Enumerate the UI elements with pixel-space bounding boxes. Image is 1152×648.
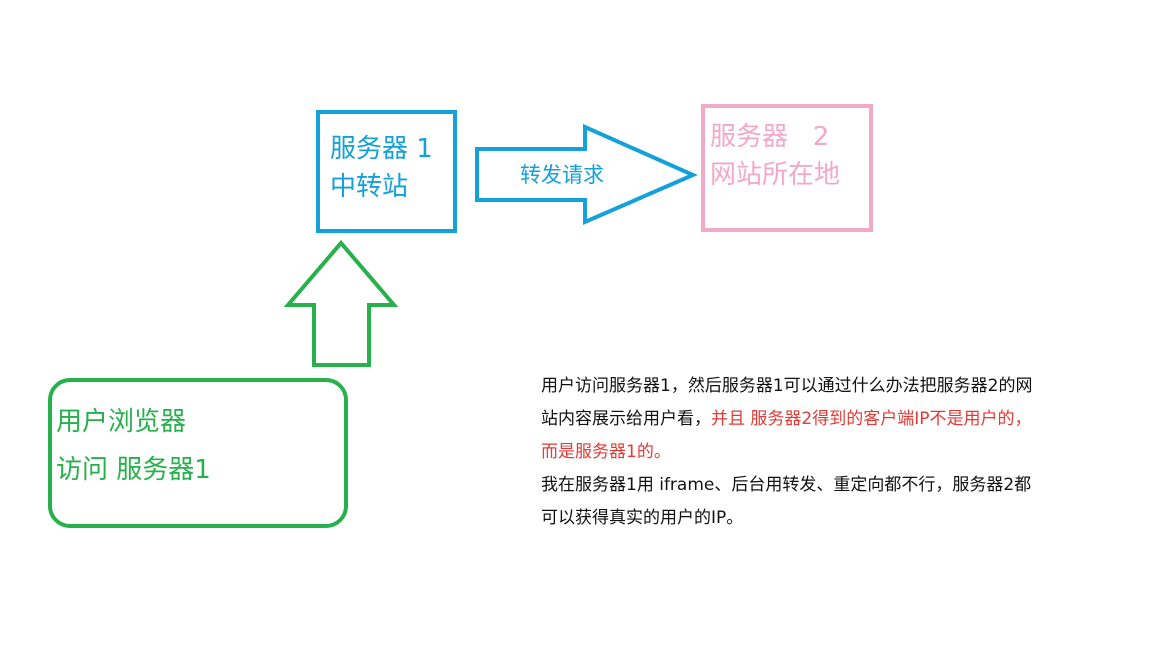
browser-line2: 访问 服务器1 (56, 455, 211, 485)
note-line-5: 可以获得真实的用户的IP。 (541, 508, 744, 528)
note-line-3: 而是服务器1的。 (541, 442, 671, 462)
forward-arrow (475, 123, 698, 226)
browser-label: 用户浏览器 访问 服务器1 (56, 398, 211, 494)
browser-line1: 用户浏览器 (56, 407, 187, 437)
note-line-4: 我在服务器1用 iframe、后台用转发、重定向都不行，服务器2都 (541, 475, 1032, 495)
server1-line2: 中转站 (330, 172, 409, 202)
server2-line2: 网站所在地 (710, 160, 841, 190)
server1-line1: 服务器 1 (330, 134, 433, 164)
note-line-1: 用户访问服务器1，然后服务器1可以通过什么办法把服务器2的网 (541, 376, 1033, 396)
up-arrow (283, 239, 399, 367)
server1-box (316, 110, 457, 233)
forward-arrow-label: 转发请求 (520, 163, 604, 187)
note-line-2: 站内容展示给用户看，并且 服务器2得到的客户端IP不是用户的， (541, 403, 1121, 436)
question-note: 用户访问服务器1，然后服务器1可以通过什么办法把服务器2的网 站内容展示给用户看… (541, 370, 1121, 535)
note-line-2-highlight: 并且 服务器2得到的客户端IP不是用户的， (711, 409, 1032, 429)
server1-label: 服务器 1 中转站 (330, 130, 433, 206)
browser-box (48, 378, 348, 528)
server2-label: 服务器 2 网站所在地 (710, 118, 840, 194)
server2-box (701, 104, 873, 232)
note-line-2-plain: 站内容展示给用户看， (541, 409, 711, 429)
server2-line1: 服务器 2 (710, 122, 830, 152)
